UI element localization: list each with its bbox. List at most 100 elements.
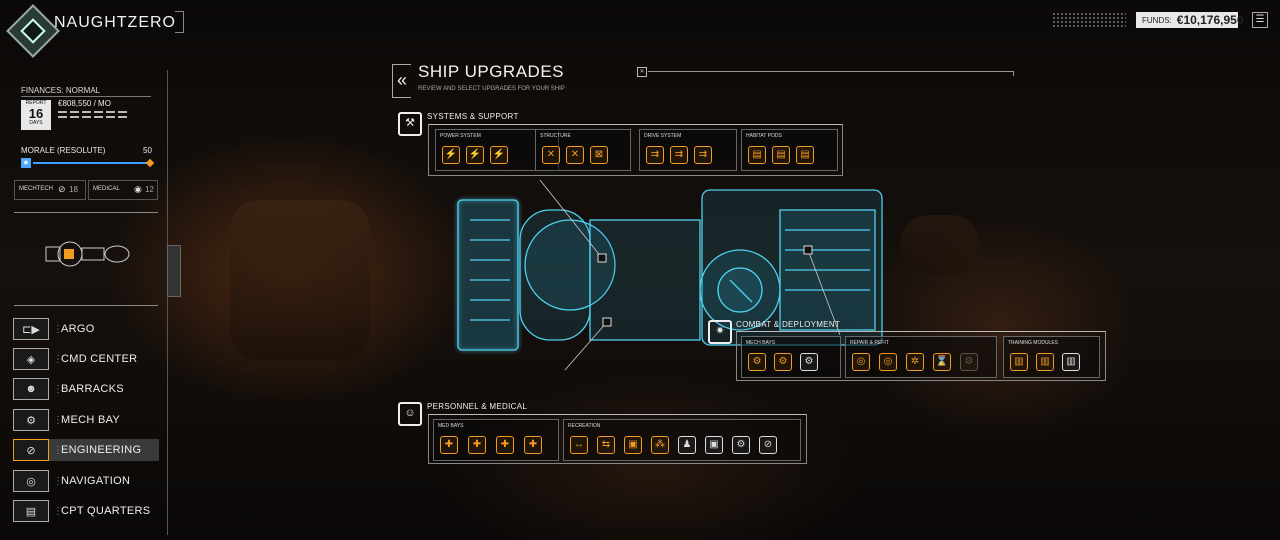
category-recreation: RECREATION ↔⇆▣⁂♟▣⚙⊘ bbox=[563, 419, 801, 461]
structure-upgrade-3-icon[interactable]: ⊠ bbox=[590, 146, 608, 164]
drive-upgrade-1-icon[interactable]: ⇉ bbox=[646, 146, 664, 164]
power-system-label: POWER SYSTEM bbox=[440, 133, 481, 139]
repair-upgrade-3-icon[interactable]: ✲ bbox=[906, 353, 924, 371]
report-label: REPORT bbox=[25, 100, 47, 106]
nav-engineering[interactable]: ⊘⋮ENGINEERING bbox=[13, 439, 159, 461]
funds-display: FUNDS: €10,176,950 bbox=[1136, 12, 1244, 28]
training-upgrade-3-icon[interactable]: ▥ bbox=[1062, 353, 1080, 371]
sidebar-collapse-handle[interactable] bbox=[167, 245, 181, 297]
nav-mech-bay-label: MECH BAY bbox=[61, 414, 121, 426]
repair-upgrade-2-icon[interactable]: ◎ bbox=[879, 353, 897, 371]
report-days-badge: REPORT 16 DAYS bbox=[21, 100, 51, 130]
finances-label: FINANCES: NORMAL bbox=[21, 86, 101, 95]
med-bay-upgrade-4-icon[interactable]: ✚ bbox=[524, 436, 542, 454]
mech-bay-upgrade-3-icon[interactable]: ⚙ bbox=[800, 353, 818, 371]
medical-icon: ◉ bbox=[134, 184, 142, 194]
power-upgrade-1-icon[interactable]: ⚡ bbox=[442, 146, 460, 164]
category-training-modules: TRAINING MODULES ▥ ▥ ▥ bbox=[1003, 336, 1100, 378]
systems-support-header: ⚒ bbox=[398, 112, 422, 136]
barracks-icon: ☻ bbox=[13, 378, 49, 400]
structure-upgrade-2-icon[interactable]: ✕ bbox=[566, 146, 584, 164]
training-upgrade-1-icon[interactable]: ▥ bbox=[1010, 353, 1028, 371]
recreation-upgrade-6-icon[interactable]: ▣ bbox=[705, 436, 723, 454]
habitat-upgrade-2-icon[interactable]: ▤ bbox=[772, 146, 790, 164]
mech-bay-icon: ⚙ bbox=[13, 409, 49, 431]
med-bay-upgrade-3-icon[interactable]: ✚ bbox=[496, 436, 514, 454]
personnel-medical-frame: MED BAYS ✚✚✚✚ RECREATION ↔⇆▣⁂♟▣⚙⊘ bbox=[428, 414, 807, 464]
navigation-icon: ◎ bbox=[13, 470, 49, 492]
sidebar-divider bbox=[167, 70, 168, 535]
nav-cmd-center-label: CMD CENTER bbox=[61, 353, 138, 365]
recreation-upgrade-5-icon[interactable]: ♟ bbox=[678, 436, 696, 454]
nav-argo[interactable]: ⊏▶⋮ARGO bbox=[13, 318, 159, 340]
nav-engineering-label: ENGINEERING bbox=[61, 444, 142, 456]
nav-argo-label: ARGO bbox=[61, 323, 95, 335]
nav-barracks-label: BARRACKS bbox=[61, 383, 124, 395]
personnel-medical-title: PERSONNEL & MEDICAL bbox=[427, 402, 528, 411]
personnel-icon: ☺ bbox=[398, 402, 422, 426]
nav-cpt-quarters[interactable]: ▤⋮CPT QUARTERS bbox=[13, 500, 159, 522]
training-modules-label: TRAINING MODULES bbox=[1008, 340, 1059, 346]
morale-star-icon: ★ bbox=[21, 158, 31, 168]
recreation-upgrade-1-icon[interactable]: ↔ bbox=[570, 436, 588, 454]
habitat-upgrade-1-icon[interactable]: ▤ bbox=[748, 146, 766, 164]
med-bay-upgrade-2-icon[interactable]: ✚ bbox=[468, 436, 486, 454]
nav-cpt-quarters-label: CPT QUARTERS bbox=[61, 505, 151, 517]
funds-label: FUNDS: bbox=[1142, 15, 1172, 25]
power-upgrade-3-icon[interactable]: ⚡ bbox=[490, 146, 508, 164]
brand-bracket bbox=[175, 11, 184, 33]
nav-barracks[interactable]: ☻⋮BARRACKS bbox=[13, 378, 159, 400]
medical-label: MEDICAL bbox=[93, 186, 120, 192]
repair-upgrade-4-icon[interactable]: ⌛ bbox=[933, 353, 951, 371]
nav-navigation[interactable]: ◎⋮NAVIGATION bbox=[13, 470, 159, 492]
funds-value: €10,176,950 bbox=[1176, 13, 1244, 27]
category-structure: STRUCTURE ✕✕⊠ bbox=[535, 129, 631, 171]
repair-upgrade-5-icon[interactable]: ⚙ bbox=[960, 353, 978, 371]
nav-navigation-label: NAVIGATION bbox=[61, 475, 131, 487]
habitat-upgrade-3-icon[interactable]: ▤ bbox=[796, 146, 814, 164]
close-marker-icon: ✕ bbox=[637, 67, 647, 77]
training-upgrade-2-icon[interactable]: ▥ bbox=[1036, 353, 1054, 371]
background-machinery bbox=[230, 200, 370, 360]
combat-deployment-title: COMBAT & DEPLOYMENT bbox=[736, 320, 841, 329]
systems-wrench-icon: ⚒ bbox=[398, 112, 422, 136]
mech-bay-upgrade-2-icon[interactable]: ⚙ bbox=[774, 353, 792, 371]
recreation-upgrade-4-icon[interactable]: ⁂ bbox=[651, 436, 669, 454]
mechtech-value: 18 bbox=[69, 185, 78, 194]
drive-upgrade-2-icon[interactable]: ⇉ bbox=[670, 146, 688, 164]
recreation-upgrade-3-icon[interactable]: ▣ bbox=[624, 436, 642, 454]
recreation-upgrade-7-icon[interactable]: ⚙ bbox=[732, 436, 750, 454]
power-upgrade-2-icon[interactable]: ⚡ bbox=[466, 146, 484, 164]
combat-deployment-frame: MECH BAYS ⚙⚙⚙ REPAIR & REFIT ◎◎✲⌛⚙ TRAIN… bbox=[736, 331, 1106, 381]
systems-support-frame: POWER SYSTEM ⚡⚡⚡ STRUCTURE ✕✕⊠ DRIVE SYS… bbox=[428, 124, 843, 176]
report-days-label: DAYS bbox=[29, 120, 43, 126]
monthly-expense: €808,550 / MO bbox=[58, 99, 111, 108]
recreation-upgrade-8-icon[interactable]: ⊘ bbox=[759, 436, 777, 454]
med-bay-upgrade-1-icon[interactable]: ✚ bbox=[440, 436, 458, 454]
structure-upgrade-1-icon[interactable]: ✕ bbox=[542, 146, 560, 164]
ship-hologram[interactable] bbox=[440, 180, 900, 370]
medical-value: 12 bbox=[145, 185, 154, 194]
morale-bar: ★ bbox=[21, 158, 155, 168]
category-drive-system: DRIVE SYSTEM ⇉ ⇉ ⇉ bbox=[639, 129, 737, 171]
mech-bays-label: MECH BAYS bbox=[746, 340, 776, 346]
ship-minimap[interactable] bbox=[14, 212, 158, 306]
category-repair-refit: REPAIR & REFIT ◎◎✲⌛⚙ bbox=[845, 336, 997, 378]
page-subtitle: REVIEW AND SELECT UPGRADES FOR YOUR SHIP bbox=[418, 86, 565, 92]
drive-system-label: DRIVE SYSTEM bbox=[644, 133, 682, 139]
recreation-upgrade-2-icon[interactable]: ⇆ bbox=[597, 436, 615, 454]
menu-icon[interactable]: ☰ bbox=[1252, 12, 1268, 28]
category-habitat-pods: HABITAT PODS ▤▤▤ bbox=[741, 129, 838, 171]
back-button[interactable]: « bbox=[392, 64, 411, 98]
nav-cmd-center[interactable]: ◈⋮CMD CENTER bbox=[13, 348, 159, 370]
cpt-quarters-icon: ▤ bbox=[13, 500, 49, 522]
repair-upgrade-1-icon[interactable]: ◎ bbox=[852, 353, 870, 371]
ship-minimap-icon bbox=[45, 241, 130, 267]
personnel-medical-header: ☺ bbox=[398, 402, 422, 426]
mech-bay-upgrade-1-icon[interactable]: ⚙ bbox=[748, 353, 766, 371]
engineering-icon: ⊘ bbox=[13, 439, 49, 461]
mechtech-box bbox=[14, 180, 86, 200]
nav-mech-bay[interactable]: ⚙⋮MECH BAY bbox=[13, 409, 159, 431]
drive-upgrade-3-icon[interactable]: ⇉ bbox=[694, 146, 712, 164]
systems-support-title: SYSTEMS & SUPPORT bbox=[427, 112, 519, 121]
